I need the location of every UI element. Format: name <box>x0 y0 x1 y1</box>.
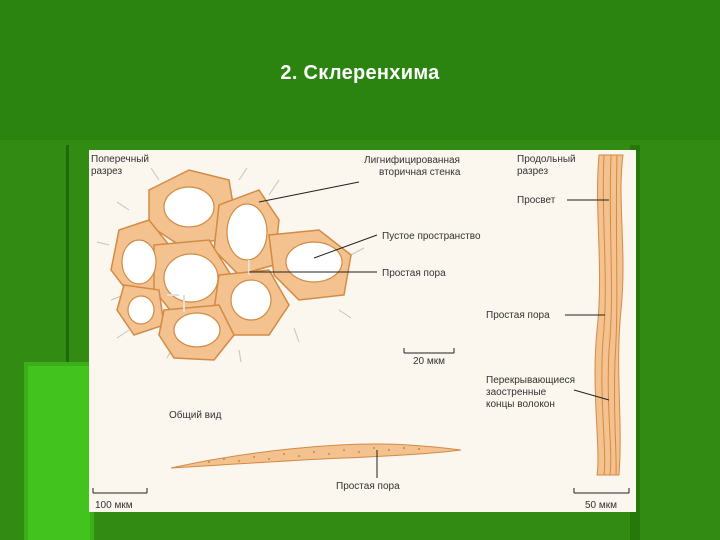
label-lignified-2: вторичная стенка <box>379 167 461 178</box>
label-simple-pore-2: Простая пора <box>486 310 550 321</box>
label-longitudinal-1: Продольный <box>517 154 576 165</box>
label-overlapping-3: концы волокон <box>486 399 555 410</box>
label-scale-100: 100 мкм <box>95 500 133 511</box>
fiber-pores <box>208 447 420 463</box>
label-overlapping-1: Перекрывающиеся <box>486 375 575 386</box>
lumen-8 <box>173 312 221 348</box>
cross-section-cells <box>96 167 365 363</box>
scale-bar-100 <box>92 488 148 494</box>
label-simple-pore-1: Простая пора <box>382 268 446 279</box>
lumen-3 <box>121 239 157 285</box>
decor-block-inner <box>28 366 90 540</box>
scale-bar-20 <box>403 348 455 354</box>
label-overlapping-2: заостренные <box>486 387 547 398</box>
label-general-view: Общий вид <box>169 409 222 421</box>
label-scale-20: 20 мкм <box>413 356 445 367</box>
label-longitudinal-2: разрез <box>517 166 548 177</box>
general-view-fiber <box>170 443 462 478</box>
leader-lines-longitudinal <box>565 199 610 401</box>
scale-bar-50 <box>573 488 630 494</box>
longitudinal-fibers <box>594 154 624 476</box>
lumen-5 <box>285 241 343 283</box>
lumen-6 <box>127 295 155 325</box>
background-top <box>0 0 720 140</box>
diagram-panel: Поперечный разрез Лигнифицированная втор… <box>89 150 636 512</box>
label-lignified-1: Лигнифицированная <box>364 154 460 166</box>
label-simple-pore-3: Простая пора <box>336 481 400 492</box>
lumen-7 <box>230 279 272 321</box>
label-scale-50: 50 мкм <box>585 500 617 511</box>
lumen-4 <box>163 253 219 303</box>
lumen-1 <box>163 186 215 228</box>
label-empty-space: Пустое пространство <box>382 231 481 242</box>
sclerenchyma-diagram: Поперечный разрез Лигнифицированная втор… <box>91 154 630 511</box>
label-lumen: Просвет <box>517 195 556 206</box>
decor-line <box>66 145 69 540</box>
lumen-2 <box>226 203 268 261</box>
label-cross-section-1: Поперечный <box>91 154 149 165</box>
leader-lines-cross <box>249 181 378 273</box>
slide-title: 2. Склеренхима <box>280 62 440 84</box>
label-cross-section-2: разрез <box>91 166 122 177</box>
